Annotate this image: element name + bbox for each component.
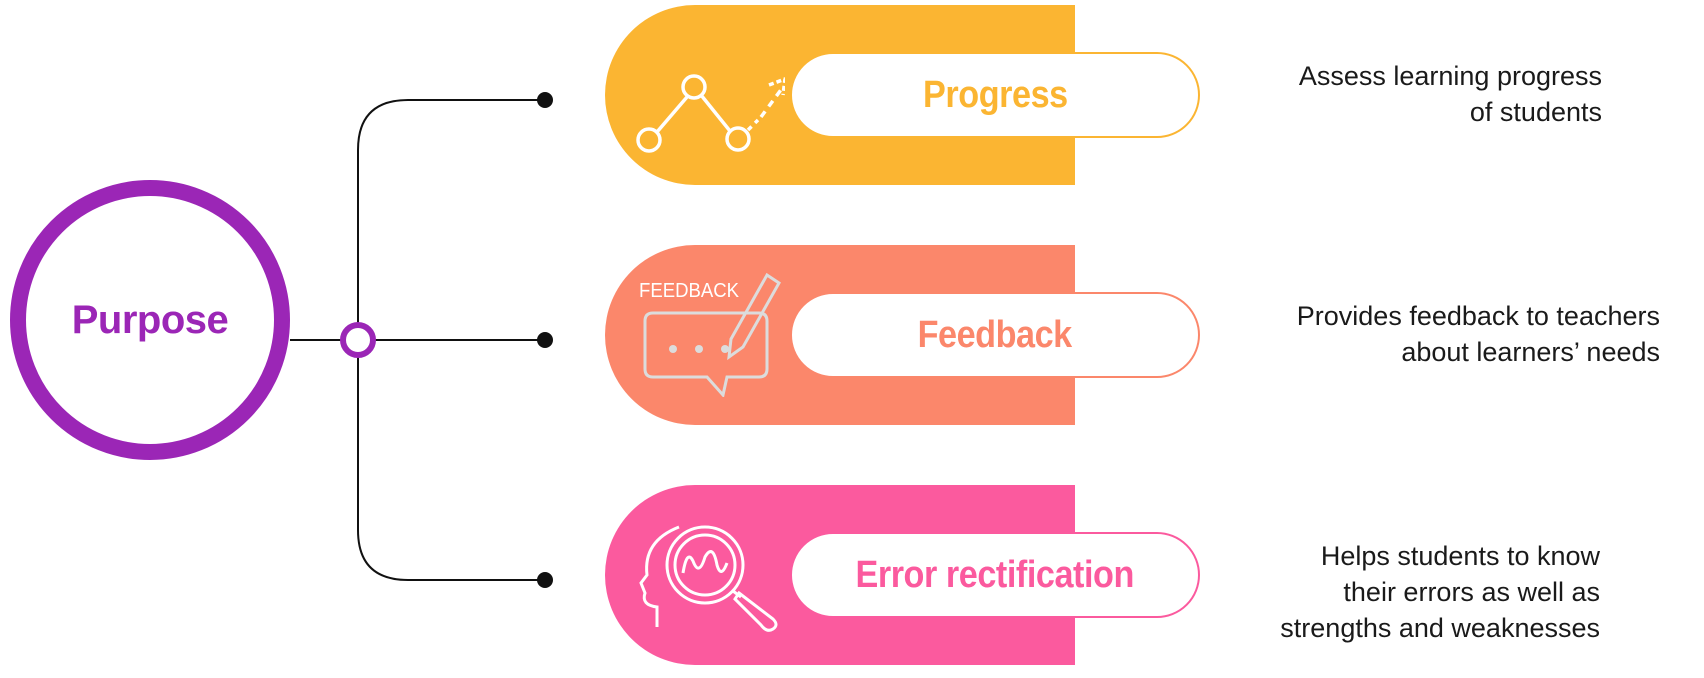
endpoint-dot-bottom	[537, 572, 553, 588]
endpoint-dot-middle	[537, 332, 553, 348]
purpose-label: Purpose	[71, 297, 229, 342]
error-rectification-pill: Error rectification	[790, 532, 1200, 618]
feedback-label: Feedback	[917, 313, 1073, 356]
junction-node	[340, 322, 376, 358]
progress-pill: Progress	[790, 52, 1200, 138]
feedback-description: Provides feedback to teachers about lear…	[1297, 298, 1660, 370]
feedback-pill: Feedback	[790, 292, 1200, 378]
description-line: their errors as well as	[1343, 577, 1600, 607]
purpose-circle: Purpose	[10, 180, 290, 460]
feedback-icon-text: FEEDBACK	[639, 280, 740, 302]
progress-label: Progress	[922, 73, 1068, 116]
description-line: about learners’ needs	[1401, 337, 1660, 367]
branch-bottom	[357, 340, 545, 581]
description-line: Helps students to know	[1320, 541, 1600, 571]
error-rectification-label: Error rectification	[855, 553, 1135, 596]
error-rectification-description: Helps students to know their errors as w…	[1280, 538, 1600, 646]
description-line: strengths and weaknesses	[1280, 613, 1600, 643]
description-line: of students	[1469, 97, 1602, 127]
head-magnifier-icon	[639, 525, 778, 632]
branch-top	[357, 99, 545, 340]
endpoint-dot-top	[537, 92, 553, 108]
description-line: Provides feedback to teachers	[1296, 301, 1660, 331]
trend-line-icon	[636, 74, 785, 153]
feedback-chat-icon: FEEDBACK	[639, 272, 781, 397]
progress-description: Assess learning progress of students	[1299, 58, 1602, 130]
description-line: Assess learning progress	[1298, 61, 1602, 91]
